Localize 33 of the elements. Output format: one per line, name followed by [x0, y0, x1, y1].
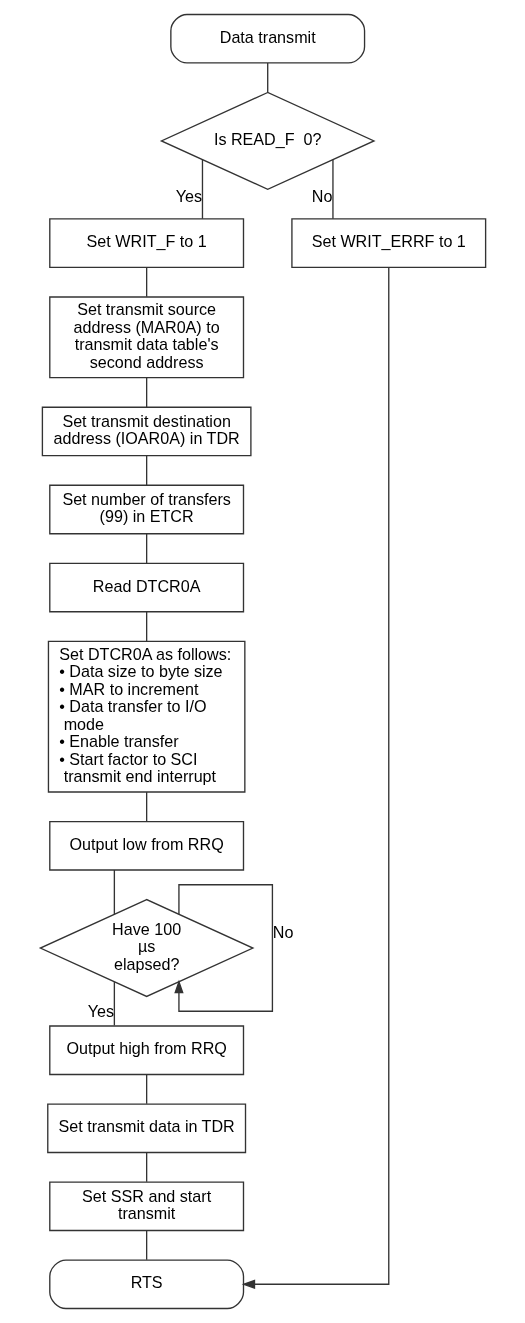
- arrow: [173, 884, 273, 1012]
- node-box: Set WRIT_F to 1: [48, 218, 244, 269]
- connector: [145, 611, 147, 642]
- node-box: Set transmit data in TDR: [46, 1103, 246, 1154]
- connector: [113, 981, 115, 1027]
- node-box: Set WRIT_ERRF to 1: [290, 218, 486, 269]
- node-diamond: Have 100 µs elapsed?: [38, 898, 255, 998]
- connector: [145, 377, 147, 408]
- connector: [145, 791, 147, 823]
- connector: [145, 1151, 147, 1183]
- node-box: Read DTCR0A: [48, 562, 244, 613]
- connector: [145, 1073, 147, 1105]
- connector: [145, 1229, 147, 1261]
- arrow: [241, 267, 389, 1289]
- node-box: Data transmit: [169, 13, 365, 64]
- node-box: Output high from RRQ: [48, 1025, 244, 1076]
- edge-label: Yes: [87, 1001, 114, 1020]
- node-box: Set transmit source address (MAR0A) to transmit data table's second address: [48, 296, 244, 379]
- connector: [266, 62, 268, 94]
- node-box: Set SSR and start transmit: [48, 1181, 244, 1232]
- connector: [113, 869, 115, 915]
- node-box: Output low from RRQ: [48, 820, 244, 871]
- node-box: RTS: [48, 1259, 244, 1310]
- connector: [331, 159, 334, 220]
- connector: [145, 455, 147, 486]
- edge-label: No: [272, 923, 293, 942]
- node-diamond: Is READ_F 0?: [159, 91, 376, 191]
- connector: [145, 533, 147, 564]
- node-box: Set number of transfers (99) in ETCR: [48, 484, 244, 535]
- node-box: Set DTCR0A as follows: • Data size to byte size • MAR to increment • Data transfer to I/O mode • Enable transfer • Start factor to SCI transmit end interrupt: [47, 640, 245, 793]
- connector: [145, 266, 147, 298]
- node-box: Set transmit destination address (IOAR0A) in TDR: [41, 406, 252, 457]
- connector: [201, 159, 203, 220]
